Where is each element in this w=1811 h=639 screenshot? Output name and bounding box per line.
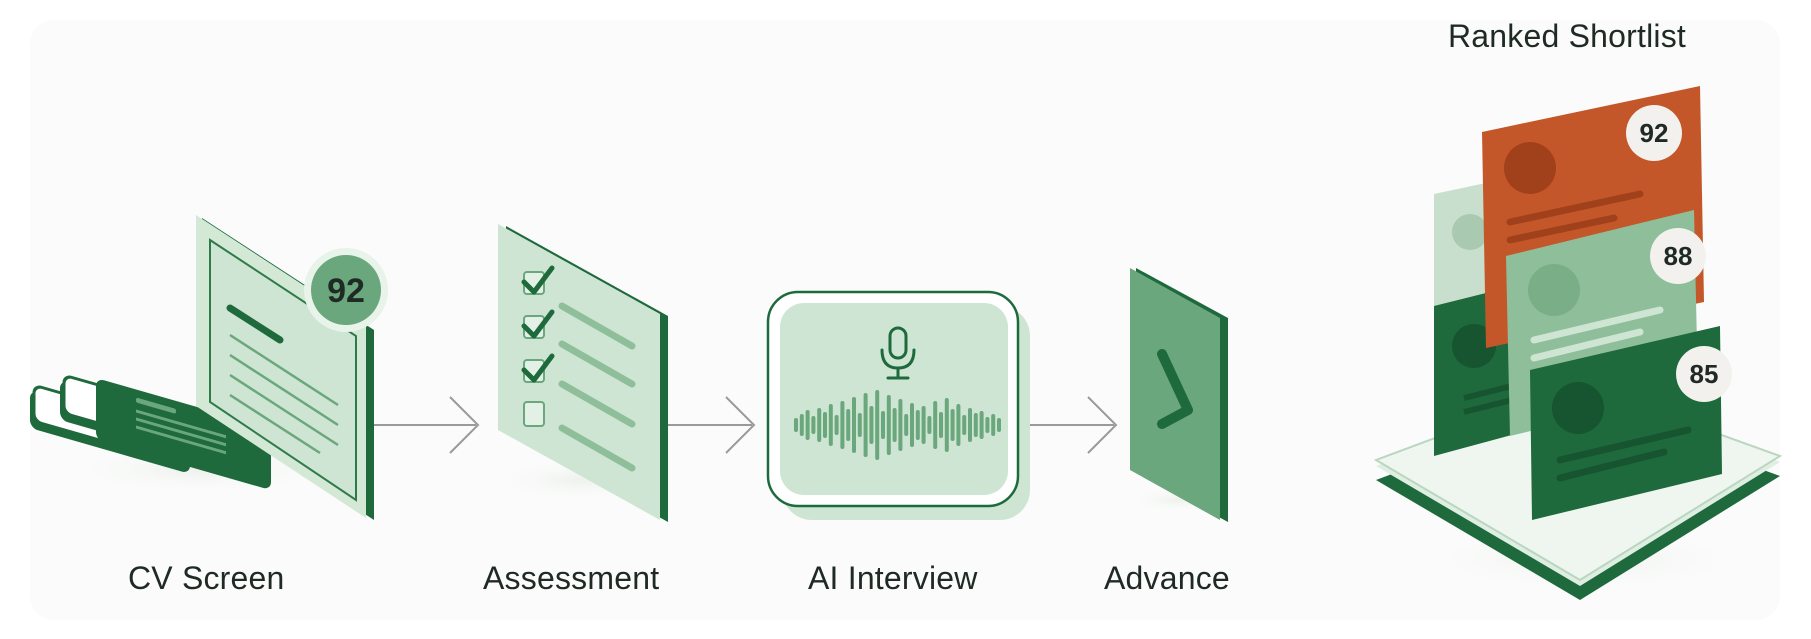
chevron-right-icon bbox=[1118, 268, 1238, 522]
cv-score-text: 92 bbox=[327, 272, 365, 310]
microphone-waveform-icon bbox=[766, 290, 1030, 520]
step-label-ai-interview: AI Interview bbox=[808, 560, 978, 596]
arrow-right-icon bbox=[1030, 396, 1118, 454]
arrow-right-icon bbox=[668, 396, 756, 454]
step-label-advance: Advance bbox=[1104, 560, 1230, 596]
score-badge bbox=[311, 255, 381, 325]
shortlist-card-3: 85 bbox=[1530, 326, 1732, 520]
microphone-icon bbox=[880, 326, 916, 380]
cv-stack-icon: 92 bbox=[30, 215, 388, 520]
shortlist-score-2: 88 bbox=[1664, 241, 1693, 271]
step-label-assessment: Assessment bbox=[483, 560, 660, 596]
arrow-right-icon bbox=[374, 396, 480, 454]
ranked-shortlist-graphic: 92 88 85 bbox=[1373, 86, 1795, 600]
shortlist-title: Ranked Shortlist bbox=[1448, 18, 1686, 54]
shortlist-score-3: 85 bbox=[1690, 359, 1719, 389]
waveform bbox=[794, 390, 1001, 460]
step-label-cv-screen: CV Screen bbox=[128, 560, 285, 596]
shortlist-score-1: 92 bbox=[1640, 118, 1669, 148]
checklist-icon bbox=[470, 224, 690, 522]
